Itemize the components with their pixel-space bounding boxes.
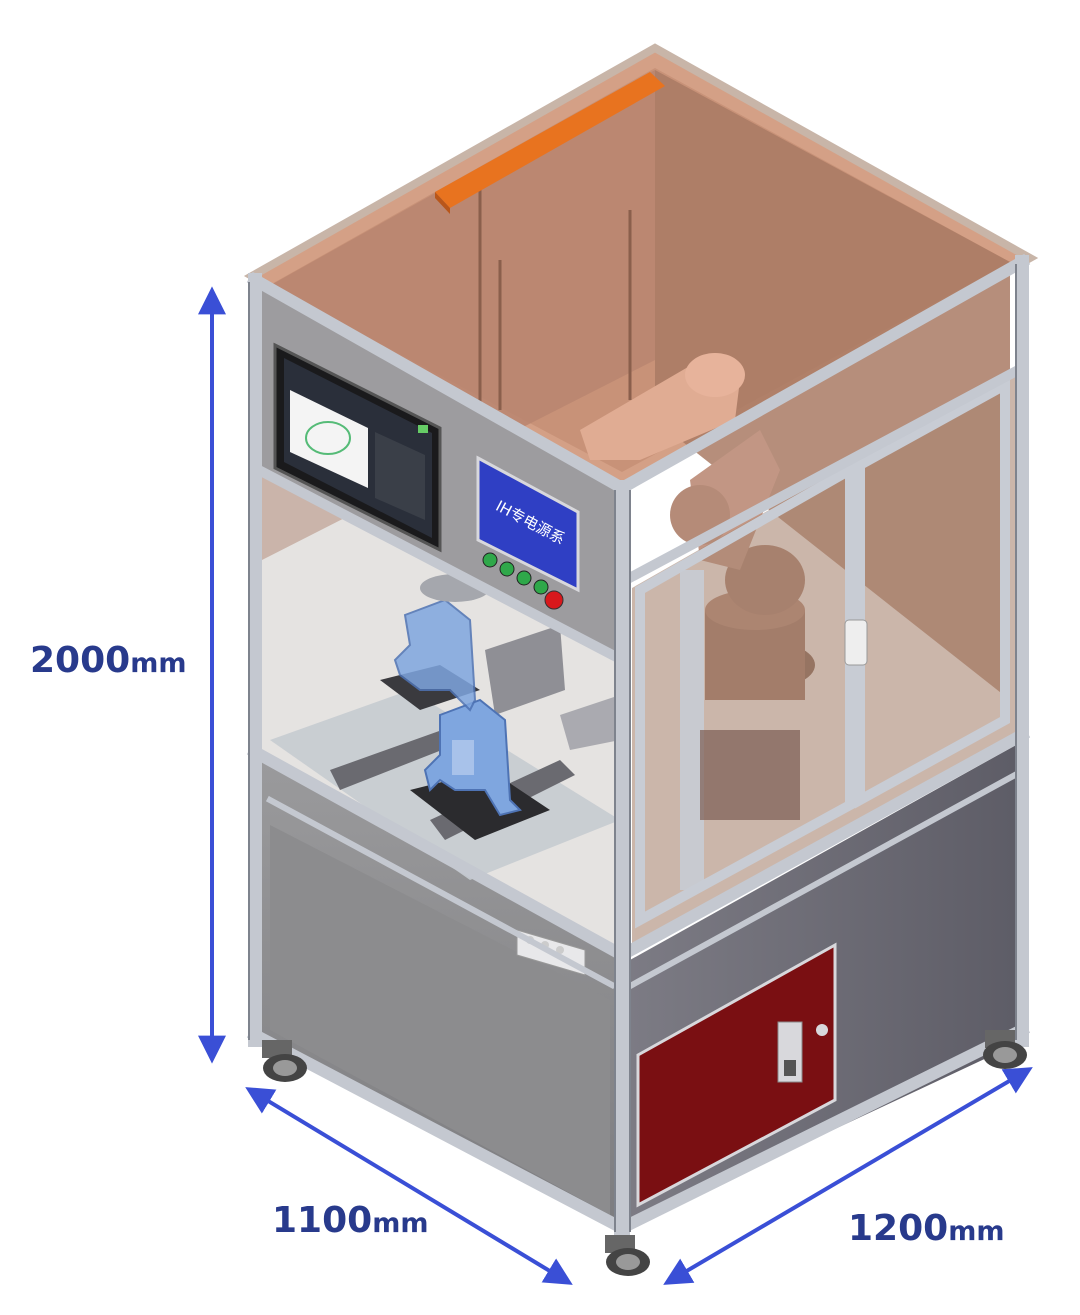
depth-value: 1100	[272, 1200, 372, 1241]
depth-arrow	[245, 1087, 573, 1285]
green-button-icon	[482, 552, 498, 568]
caster-wheel-icon	[262, 1040, 307, 1082]
frame-edges	[248, 264, 1017, 1232]
caster-wheel-icon	[983, 1030, 1027, 1069]
dimension-width: 1200mm	[663, 1067, 1033, 1285]
green-button-icon	[533, 579, 549, 595]
workpieces	[393, 574, 522, 817]
control-buttons[interactable]	[482, 552, 564, 610]
blue-display: IH专电源系	[476, 455, 580, 593]
door-handle-icon	[844, 619, 868, 666]
casters	[262, 1030, 1027, 1276]
lock-icon	[816, 1024, 828, 1036]
dimension-height: 2000mm	[30, 286, 226, 1064]
width-unit: mm	[948, 1216, 1004, 1247]
light-bar	[435, 72, 665, 214]
svg-text:1100mm: 1100mm	[272, 1200, 428, 1241]
depth-unit: mm	[372, 1208, 428, 1239]
hmi-touchscreen[interactable]	[273, 342, 442, 553]
emergency-stop-icon	[544, 590, 564, 610]
width-arrow	[663, 1067, 1033, 1285]
right-glass-doors[interactable]	[632, 370, 1015, 945]
height-unit: mm	[130, 648, 186, 679]
caster-wheel-icon	[605, 1235, 650, 1276]
svg-text:2000mm: 2000mm	[30, 640, 186, 681]
dimension-depth: 1100mm	[245, 1087, 573, 1285]
width-value: 1200	[848, 1208, 948, 1249]
svg-text:1200mm: 1200mm	[848, 1208, 1004, 1249]
green-button-icon	[516, 570, 532, 586]
green-button-icon	[499, 561, 515, 577]
height-value: 2000	[30, 640, 130, 681]
